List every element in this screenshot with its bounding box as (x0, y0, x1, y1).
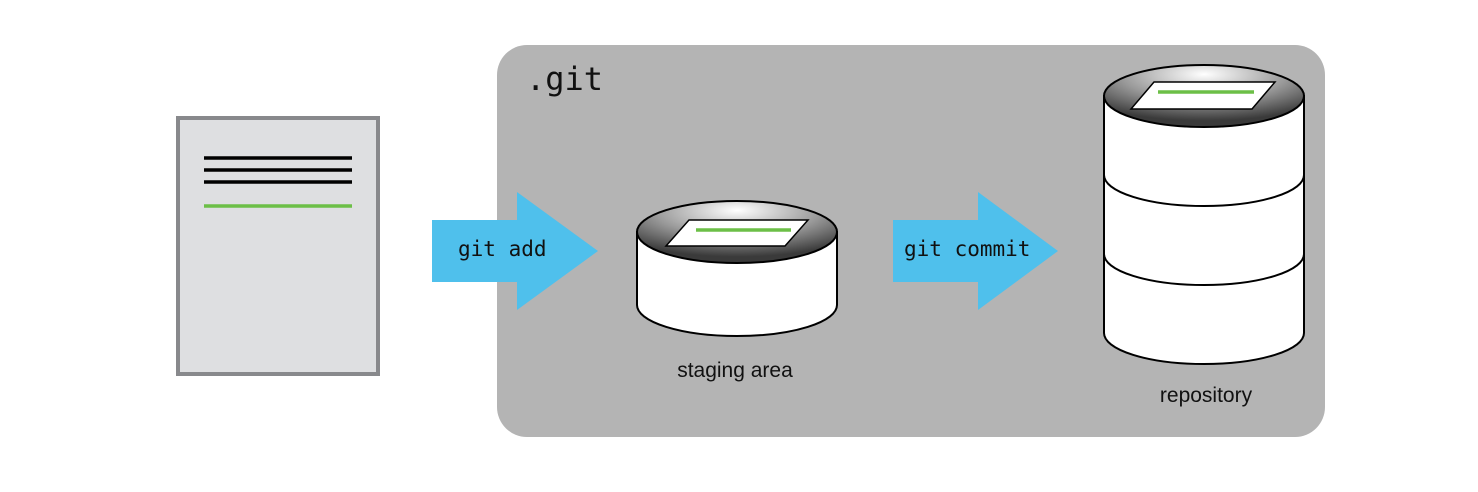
staging-area-label: staging area (677, 359, 793, 382)
repository-segment-divider (1103, 253, 1305, 286)
repository-cylinder (1103, 64, 1305, 365)
repository-label: repository (1160, 384, 1253, 407)
git-add-label: git add (458, 237, 547, 261)
git-commit-arrow: git commit (893, 192, 1058, 310)
staged-snapshot-card (664, 219, 810, 247)
committed-snapshot-card (1129, 81, 1277, 110)
git-add-arrow: git add (432, 192, 598, 310)
repository-segment-divider (1103, 174, 1305, 207)
git-directory-label: .git (526, 60, 603, 98)
staging-area-cylinder (636, 200, 838, 337)
working-file-document (176, 116, 380, 376)
git-commit-label: git commit (904, 237, 1030, 261)
